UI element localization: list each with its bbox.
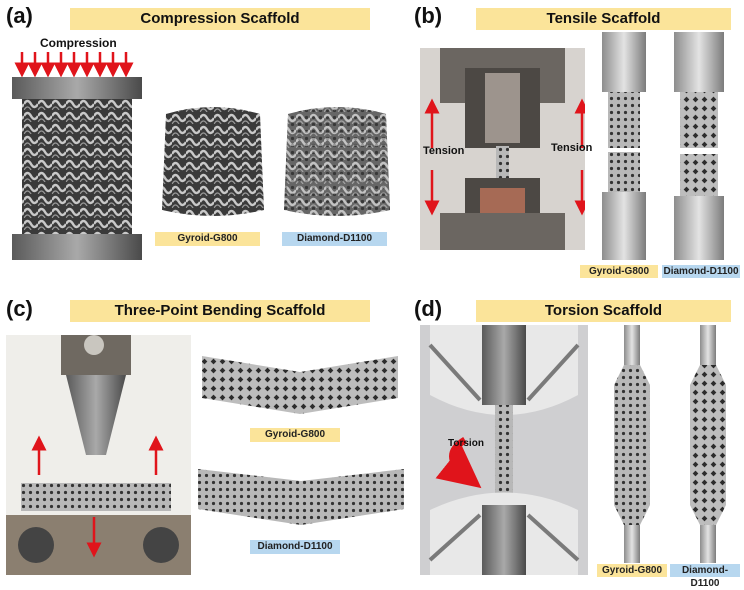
diamond-tensile-specimen [674,32,724,260]
gyroid-torsion-specimen [614,325,650,563]
panel-d-label: (d) [414,296,443,321]
panel-c-label: (c) [6,296,33,321]
panel-a-label: (a) [6,3,33,28]
bending-fixture-photo [6,335,191,575]
gyroid-bending-sample [202,356,398,414]
panel-d-tag-diamond: Diamond-D1100 [670,564,740,589]
compression-label: Compression [40,36,117,50]
panel-c-tag-diamond: Diamond-D1100 [250,540,340,554]
compression-specimen-photo [12,52,142,260]
diamond-torsion-specimen [690,325,726,563]
gyroid-compression-sample [162,107,264,216]
torsion-label: Torsion [448,438,484,449]
torsion-machine-photo [420,325,588,575]
panel-b-title: Tensile Scaffold [476,8,731,30]
panel-d-title: Torsion Scaffold [476,300,731,322]
panel-c-title: Three-Point Bending Scaffold [70,300,370,322]
tensile-machine-photo [420,48,585,250]
diamond-bending-sample [198,469,404,525]
panel-a-tag-gyroid: Gyroid-G800 [155,232,260,246]
panel-b-tag-diamond: Diamond-D1100 [662,265,740,278]
gyroid-tensile-specimen [602,32,646,260]
panel-a-tag-diamond: Diamond-D1100 [282,232,387,246]
panel-b-tag-gyroid: Gyroid-G800 [580,265,658,278]
panel-b-label: (b) [414,3,443,28]
tension-label-left: Tension [423,145,465,157]
tension-label-right: Tension [551,142,593,154]
diamond-compression-sample [284,107,390,216]
panel-a-title: Compression Scaffold [70,8,370,30]
panel-d-tag-gyroid: Gyroid-G800 [597,564,667,577]
panel-c-tag-gyroid: Gyroid-G800 [250,428,340,442]
